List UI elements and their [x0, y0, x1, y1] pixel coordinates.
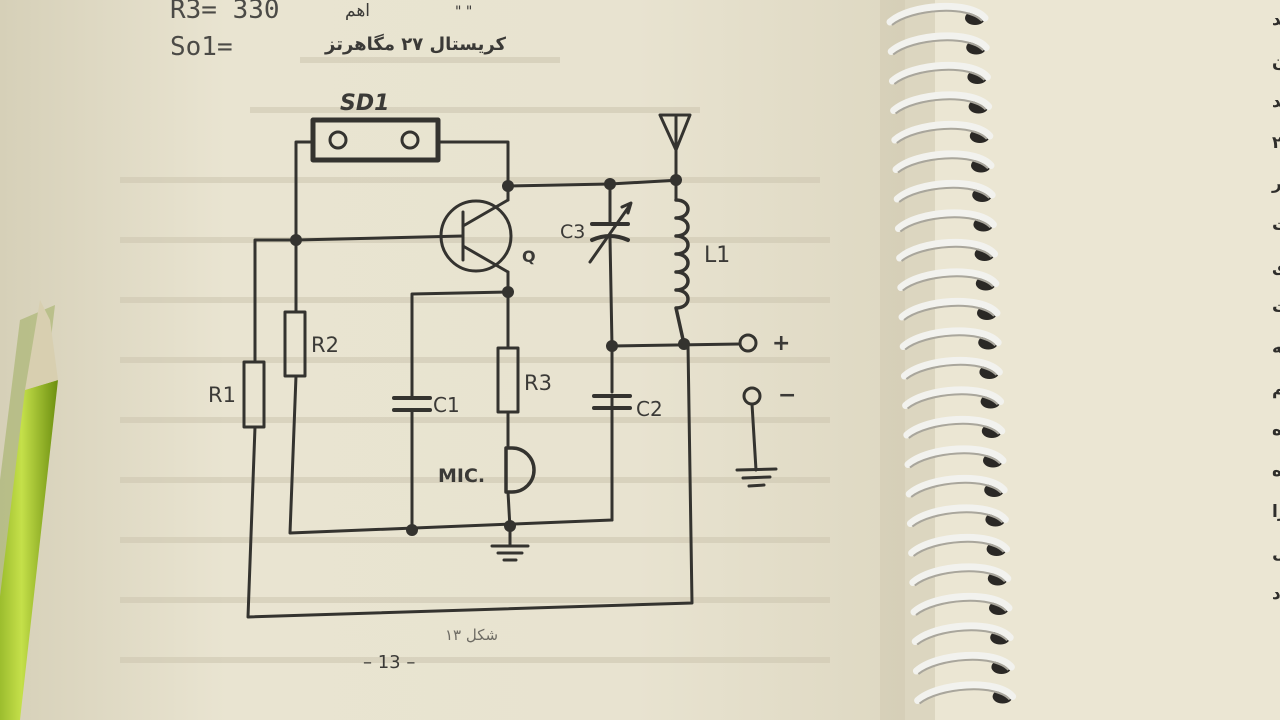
crystal-label: کریستال ۲۷ مگاهرتز	[324, 33, 507, 55]
terminal-plus	[738, 333, 758, 353]
right-page-line: انزیستور Q قرار	[1271, 174, 1280, 194]
pencil	[0, 300, 58, 720]
binding-coil-shadow	[910, 481, 1002, 498]
right-page-line: شود (گیرنده	[1272, 419, 1280, 440]
binding-coil	[908, 533, 1011, 557]
binding-coil	[891, 120, 994, 144]
component-labels: SD1 Q C3 L1 R2 R1 C1 R3 MIC. C2 + −	[208, 91, 796, 487]
binding-coil-shadow	[900, 245, 993, 262]
right-page-line: ن قطع شود تا این	[1272, 51, 1280, 71]
binding-coil	[898, 297, 1001, 321]
binding-coil-shadow	[894, 98, 987, 115]
binding-coil	[897, 268, 1000, 291]
binding-coil-shadow	[909, 452, 1001, 469]
r3-value-label: R3= 330	[170, 0, 280, 25]
binding-coil-shadow	[912, 540, 1005, 557]
right-page-line: درگیرنده نقش‌بلند	[1272, 9, 1280, 30]
right-page-line: ن کریستال‌را	[1272, 502, 1280, 522]
binding-coil-shadow	[906, 393, 999, 410]
binding-coil-shadow	[916, 629, 1008, 646]
header-text: R3= 330 اهم " " So1= کریستال ۲۷ مگاهرتز	[170, 0, 507, 62]
binding-coil	[911, 622, 1014, 645]
right-page-line: سازدیگرازطریق	[1272, 255, 1280, 276]
right-page-line: ریافت شود	[1272, 584, 1280, 604]
binding-coil-shadow	[914, 570, 1006, 587]
binding-coil	[910, 592, 1013, 616]
microphone	[504, 446, 536, 494]
r3-unit: اهم	[345, 1, 370, 21]
binding-coil	[902, 386, 1005, 409]
binding-coil	[894, 209, 997, 232]
ditto-marks: " "	[455, 4, 472, 20]
label-r3: R3	[524, 371, 552, 395]
binding-coil-shadow	[905, 363, 998, 380]
label-r1: R1	[208, 383, 236, 407]
binding-coil-shadow	[892, 39, 984, 56]
label-r2: R2	[311, 333, 339, 357]
binding-coil	[888, 61, 991, 85]
label-sd1: SD1	[340, 91, 389, 116]
c3-arrow	[588, 203, 632, 264]
label-c3: C3	[560, 221, 585, 243]
label-q: Q	[522, 247, 536, 266]
binding-coil	[914, 681, 1017, 704]
bleed-through-text	[120, 57, 830, 663]
binding-coil	[905, 474, 1008, 498]
binding-coil-shadow	[903, 304, 995, 321]
binding-coil-shadow	[911, 511, 1004, 528]
binding-coil-shadow	[915, 599, 1007, 616]
binding-coil	[900, 356, 1003, 380]
binding-coil-shadow	[898, 186, 990, 203]
binding-coil	[892, 150, 995, 173]
figure-number: – 13 –	[363, 652, 415, 673]
circuit-schematic	[242, 113, 778, 619]
label-c2: C2	[636, 397, 663, 421]
inductor-l1	[674, 198, 690, 346]
binding-coil	[909, 563, 1012, 586]
binding-coil-shadow	[897, 157, 989, 174]
right-page-line: یک کریستال ۲۷	[1272, 133, 1280, 153]
binding-coil-shadow	[891, 9, 983, 26]
binding-coil-shadow	[908, 422, 1000, 439]
junction-dots	[290, 174, 690, 536]
right-page-line: ه را ازگیرنده	[1272, 460, 1280, 481]
binding-coil-shadow	[896, 127, 988, 144]
right-page-line: مربوطه ازیک‌کلید	[1272, 92, 1280, 112]
binding-coil	[887, 32, 990, 55]
binding-coil-shadow	[904, 334, 996, 351]
binding-coil	[903, 415, 1006, 439]
binding-coil-shadow	[899, 216, 992, 233]
right-page-line: تغییر دهیم	[1272, 379, 1280, 399]
right-page-line: گیرد .نوسانات	[1272, 296, 1280, 317]
label-l1: L1	[704, 243, 730, 268]
right-page-line: ازکریستال	[1272, 543, 1280, 563]
sd1-crystal	[310, 117, 441, 163]
label-mic: MIC.	[438, 465, 485, 487]
binding-coil	[890, 91, 993, 114]
binding-coil	[896, 238, 999, 262]
right-page-line: ل می‌دهدصوت	[1272, 215, 1280, 235]
binding-coil	[904, 445, 1007, 468]
figure-caption: شکل ۱۳	[445, 626, 498, 644]
so1-label: So1=	[170, 32, 233, 62]
binding-coil-shadow	[918, 688, 1011, 705]
binding-coil	[886, 2, 989, 26]
binding-coil-shadow	[902, 275, 994, 292]
binding-coil-shadow	[893, 68, 986, 85]
label-c1: C1	[433, 393, 460, 417]
spiral-binding	[886, 2, 1017, 705]
binding-coil	[893, 179, 996, 203]
label-minus: −	[778, 383, 796, 408]
label-plus: +	[772, 331, 790, 356]
page-gutter-shadow	[880, 0, 935, 720]
binding-coil	[912, 651, 1015, 675]
right-page-line: د . زمانی که	[1272, 338, 1280, 358]
right-page-text: درگیرنده نقش‌بلند ن قطع شود تا این مربوطه …	[1271, 9, 1280, 604]
binding-coil	[899, 327, 1002, 350]
binding-coil-shadow	[917, 658, 1010, 675]
binding-coil	[906, 504, 1009, 527]
